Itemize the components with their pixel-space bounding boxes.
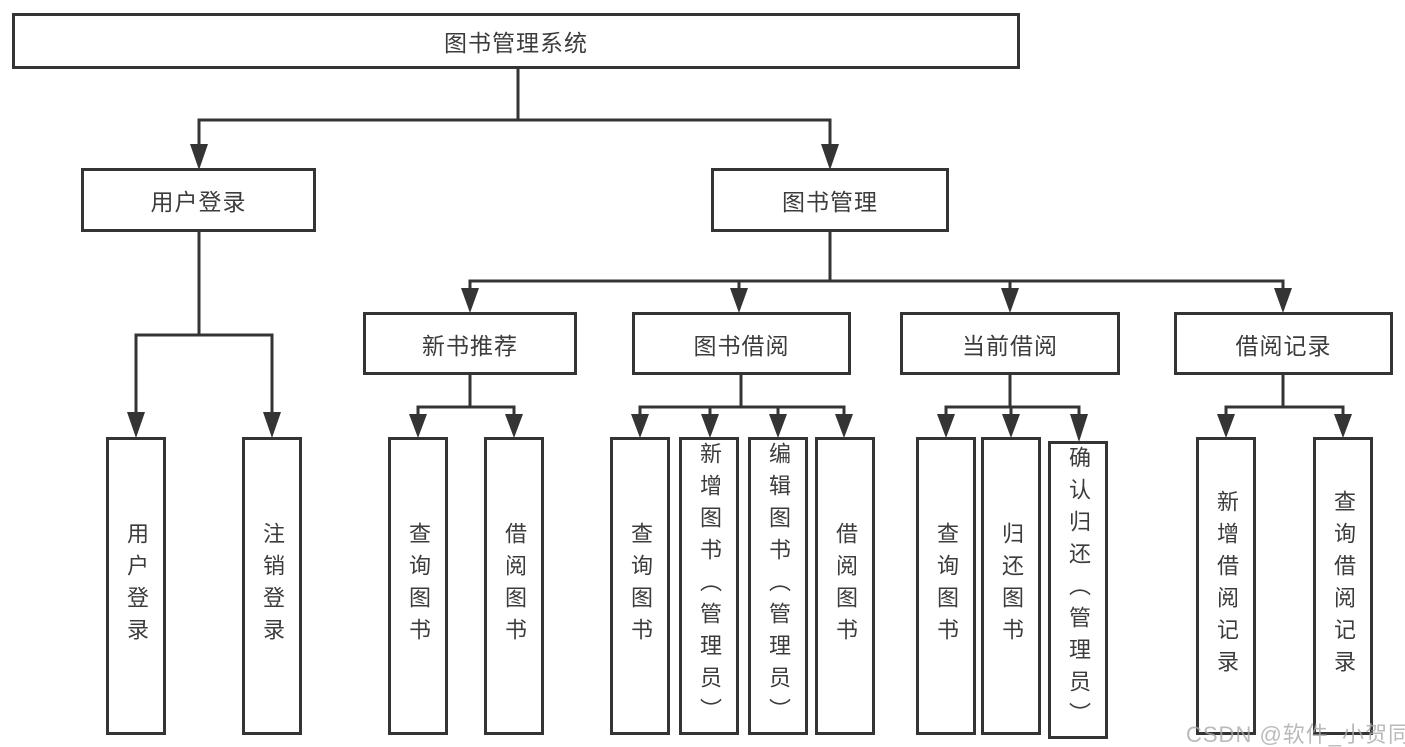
node-new-book-recommend-label: 新书推荐: [422, 332, 518, 359]
leaf-add-borrow-record-label: 新增借阅记录: [1214, 490, 1239, 682]
leaf-borrow-books: 借阅图书: [815, 437, 875, 735]
leaf-edit-book-admin: 编辑图书（管理员）: [748, 437, 808, 735]
node-library-system: 图书管理系统: [12, 13, 1020, 69]
leaf-query-books-borrow-label: 查询图书: [628, 522, 653, 650]
leaf-return-book-label: 归还图书: [999, 522, 1024, 650]
node-new-book-recommend: 新书推荐: [363, 312, 577, 375]
leaf-query-books-recommend-label: 查询图书: [406, 522, 431, 650]
leaf-borrow-books-recommend-label: 借阅图书: [502, 522, 527, 650]
leaf-return-book: 归还图书: [981, 437, 1041, 735]
leaf-user-login: 用户登录: [106, 437, 166, 735]
leaf-user-login-label: 用户登录: [124, 522, 149, 650]
leaf-query-books-recommend: 查询图书: [388, 437, 448, 735]
leaf-logout-label: 注销登录: [260, 522, 285, 650]
leaf-query-books-borrow: 查询图书: [610, 437, 670, 735]
node-book-borrowing-label: 图书借阅: [693, 332, 790, 359]
leaf-add-borrow-record: 新增借阅记录: [1196, 437, 1256, 735]
leaf-add-book-admin-label: 新增图书（管理员）: [697, 442, 722, 730]
leaf-edit-book-admin-label: 编辑图书（管理员）: [766, 442, 791, 730]
node-borrow-records: 借阅记录: [1174, 312, 1393, 375]
node-current-borrowing: 当前借阅: [900, 312, 1120, 375]
leaf-query-borrow-record-label: 查询借阅记录: [1331, 490, 1356, 682]
node-user-login: 用户登录: [81, 168, 316, 232]
node-library-system-label: 图书管理系统: [444, 30, 588, 56]
node-book-borrowing: 图书借阅: [632, 312, 851, 375]
node-book-management: 图书管理: [711, 168, 949, 232]
leaf-logout: 注销登录: [242, 437, 302, 735]
leaf-query-books-current-label: 查询图书: [934, 522, 959, 650]
node-book-management-label: 图书管理: [782, 189, 878, 215]
leaf-add-book-admin: 新增图书（管理员）: [679, 437, 739, 735]
leaf-borrow-books-recommend: 借阅图书: [484, 437, 544, 735]
csdn-watermark: CSDN @软件_小贺同学: [1186, 722, 1405, 747]
node-borrow-records-label: 借阅记录: [1235, 332, 1332, 359]
leaf-borrow-books-label: 借阅图书: [833, 522, 858, 650]
node-current-borrowing-label: 当前借阅: [962, 332, 1058, 359]
leaf-query-borrow-record: 查询借阅记录: [1313, 437, 1373, 735]
leaf-query-books-current: 查询图书: [916, 437, 976, 735]
leaf-confirm-return-admin-label: 确认归还（管理员）: [1066, 446, 1091, 734]
leaf-confirm-return-admin: 确认归还（管理员）: [1048, 441, 1108, 739]
node-user-login-label: 用户登录: [150, 189, 247, 215]
